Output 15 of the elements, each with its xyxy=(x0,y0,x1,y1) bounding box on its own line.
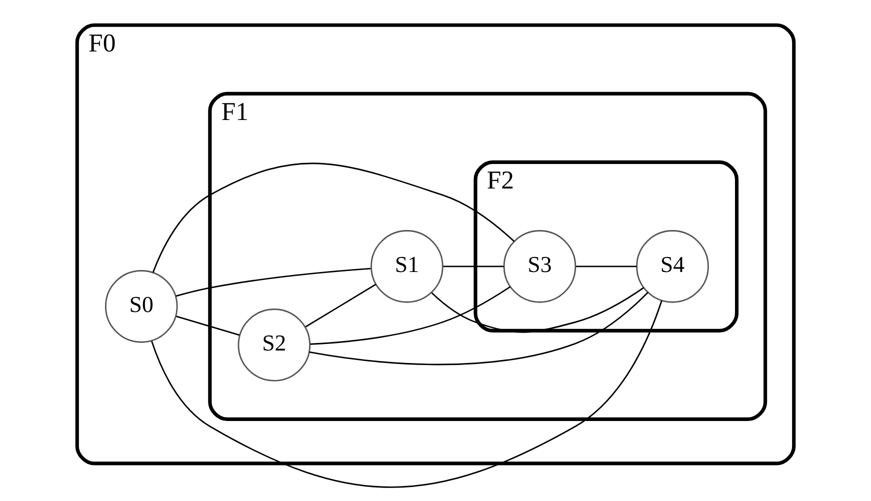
connector xyxy=(310,286,510,345)
node-circle: S1 xyxy=(370,230,444,303)
connector xyxy=(576,266,637,268)
connector xyxy=(443,266,504,268)
connector xyxy=(431,287,644,333)
connector xyxy=(176,268,371,297)
node-circle: S4 xyxy=(636,230,709,303)
connector xyxy=(305,284,376,328)
connector xyxy=(176,316,240,336)
connector xyxy=(151,300,662,488)
node-circle: S2 xyxy=(238,308,311,382)
connector xyxy=(309,292,648,366)
connector xyxy=(152,162,515,273)
node-circle: S3 xyxy=(503,230,576,303)
node-circle: S0 xyxy=(104,270,178,343)
